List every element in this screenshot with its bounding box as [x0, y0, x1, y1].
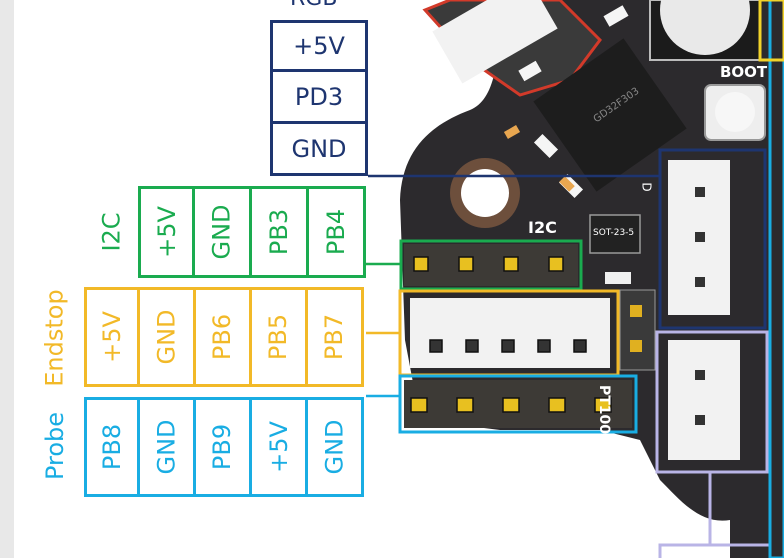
mcu-chip: [533, 38, 687, 192]
probe-header-outline: [398, 374, 638, 434]
buzzer-center: [660, 0, 750, 55]
right-edge-yellow: [758, 0, 784, 62]
left-margin-bar: [0, 0, 14, 558]
header-pin: [501, 339, 515, 353]
header-pin: [503, 256, 519, 272]
smd-part: [518, 60, 542, 82]
right-edge-connector: [768, 0, 784, 558]
rgb-jst-pin: [695, 277, 705, 287]
header-pin: [410, 397, 428, 413]
probe-pin-cell: GND: [305, 397, 364, 497]
board-pt1000-label: PT1000: [596, 385, 612, 444]
mounting-hole-inner: [461, 169, 509, 217]
probe-label: Probe: [41, 411, 70, 481]
header-pin: [548, 256, 564, 272]
pt1000-jst-pin: [695, 415, 705, 425]
rgb-jst-pin: [695, 232, 705, 242]
i2c-label: I2C: [97, 212, 126, 252]
pt1000-pin: [630, 305, 642, 317]
i2c-pin-cell: +5V: [138, 186, 195, 278]
rgb-pin-gnd: GND: [270, 124, 368, 176]
header-pin: [502, 397, 520, 413]
header-pin: [465, 339, 479, 353]
boot-button-cap: [715, 92, 755, 132]
i2c-pin-cell: PB4: [306, 186, 366, 278]
smd-part: [503, 125, 521, 139]
pt1000-jst-pin: [695, 370, 705, 380]
header-pin: [429, 339, 443, 353]
board-boot-label: BOOT: [720, 63, 768, 81]
header-pin: [458, 256, 474, 272]
sot-chip: [589, 214, 641, 254]
header-pin: [456, 397, 474, 413]
header-pin: [413, 256, 429, 272]
pt1000-pins: [619, 289, 656, 371]
probe-pin-cell: +5V: [249, 397, 308, 497]
i2c-pin-cell: PB3: [249, 186, 309, 278]
endstop-pin-cell: PB5: [249, 287, 308, 387]
rgb-pin-5v: +5V: [270, 20, 368, 72]
board-d-mark: D: [639, 182, 654, 192]
rgb-pin-pd3: PD3: [270, 72, 368, 124]
rgb-jst-pin: [695, 187, 705, 197]
pt1000-connector: [655, 330, 769, 474]
red-connector-body: [432, 0, 558, 84]
smd-part: [603, 5, 629, 27]
endstop-label: Endstop: [41, 288, 70, 387]
board-i2c-silk: I2C: [528, 218, 557, 237]
rgb-jst-connector: [658, 148, 767, 330]
endstop-pin-cell: PB6: [193, 287, 252, 387]
rgb-title: RGB: [290, 0, 337, 11]
smd-part: [559, 176, 575, 192]
pt1000-jst-body: [668, 340, 740, 460]
header-pin: [594, 397, 612, 413]
smd-part: [605, 272, 631, 284]
endstop-pin-cell: +5V: [84, 287, 140, 387]
endstop-pin-cell: GND: [137, 287, 196, 387]
header-pins: [410, 256, 612, 413]
pt1000-pin: [630, 340, 642, 352]
probe-pin-cell: PB8: [84, 397, 140, 497]
header-pin: [573, 339, 587, 353]
probe-pin-cell: PB9: [193, 397, 252, 497]
board-sot-label: SOT-23-5: [593, 228, 635, 238]
i2c-pin-cell: GND: [192, 186, 252, 278]
endstop-jst-body: [410, 298, 610, 368]
header-pin: [537, 339, 551, 353]
smd-part: [533, 133, 559, 159]
endstop-pin-cell: PB7: [305, 287, 364, 387]
probe-pin-cell: GND: [137, 397, 196, 497]
header-pin: [548, 397, 566, 413]
